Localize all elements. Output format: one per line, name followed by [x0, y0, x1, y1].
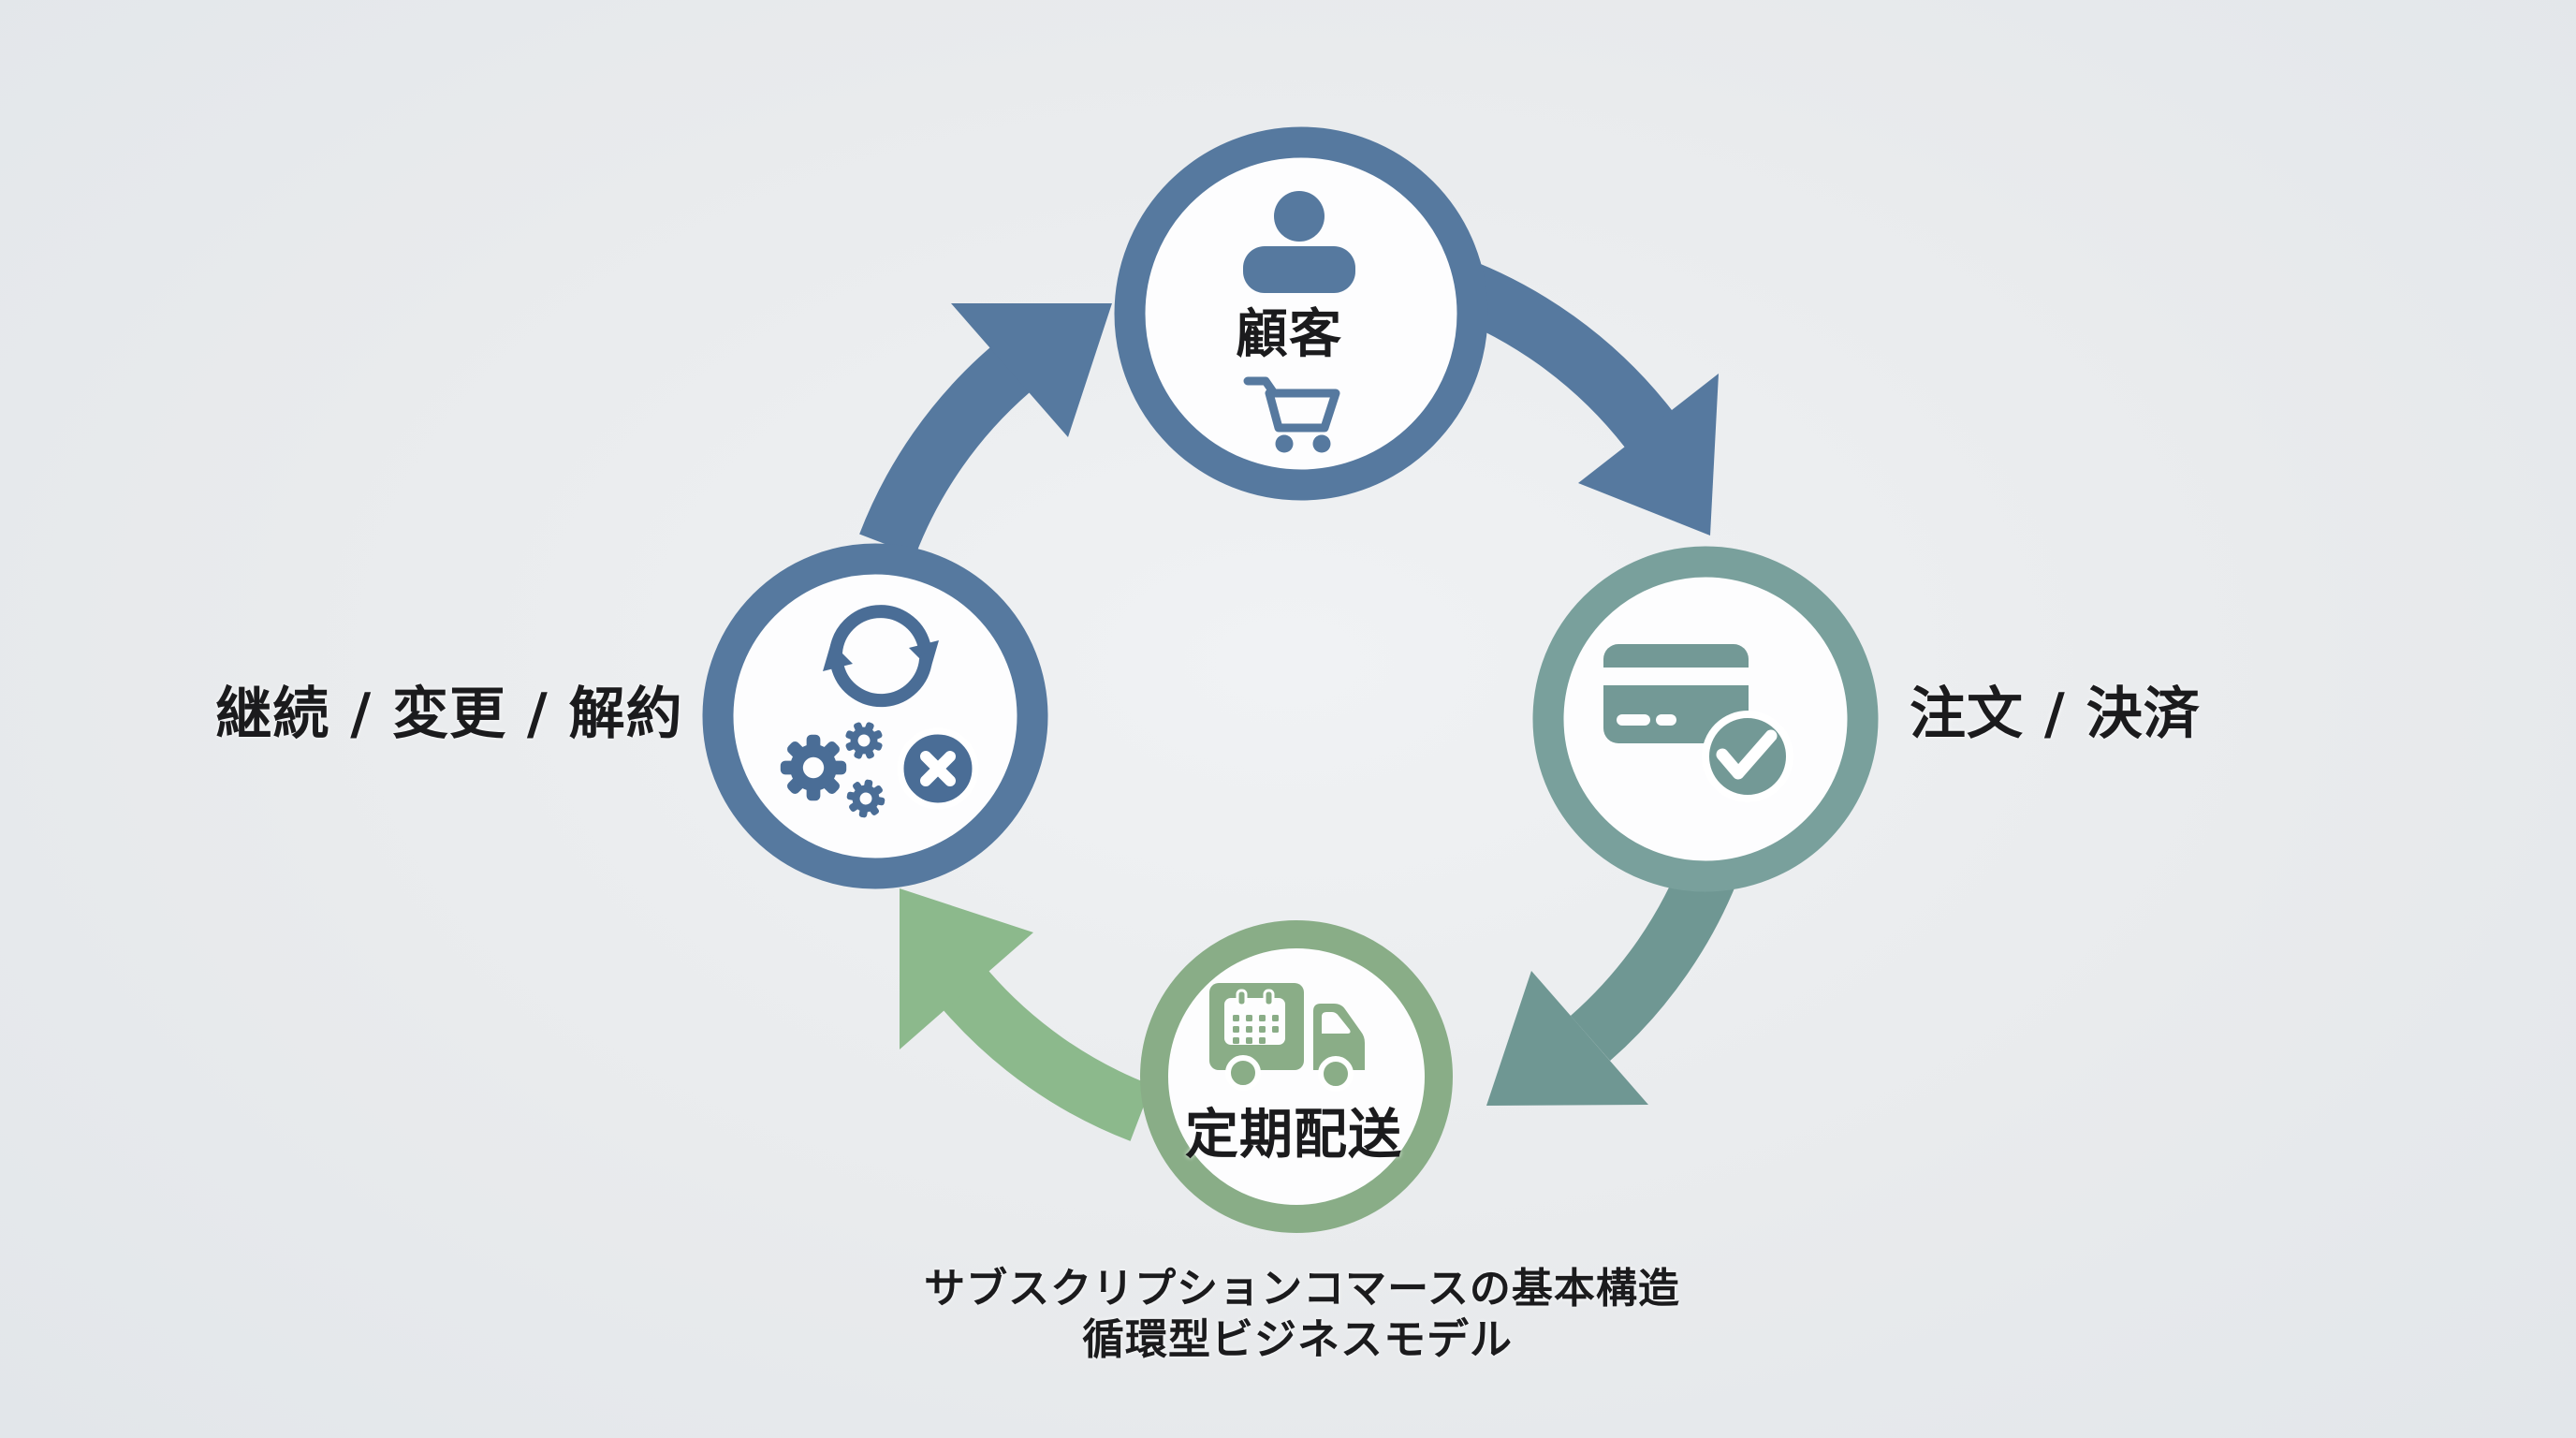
node-label-renew-change-cancel: 継続 / 変更 / 解約 — [215, 682, 683, 747]
node-label-recurring-delivery: 定期配送 — [1185, 1104, 1402, 1166]
person-icon — [1243, 191, 1355, 293]
sync-icon — [823, 605, 939, 708]
cancel-icon — [897, 727, 979, 810]
check-badge-icon — [1702, 711, 1793, 802]
arrow-order-to-delivery — [1486, 850, 1741, 1106]
node-circle-recurring-delivery — [1140, 920, 1453, 1233]
calendar-icon — [1224, 989, 1285, 1045]
arrow-renewal-to-customer — [859, 303, 1112, 556]
arrow-delivery-to-renewal — [900, 888, 1152, 1141]
credit-card-icon — [1603, 644, 1749, 743]
caption-line2: 循環型ビジネスモデル — [1081, 1314, 1514, 1364]
shopping-cart-icon — [1243, 376, 1340, 453]
node-circle-customer — [1114, 126, 1488, 501]
caption-line1: サブスクリプションコマースの基本構造 — [924, 1265, 1680, 1313]
node-label-order-payment: 注文 / 決済 — [1910, 682, 2201, 747]
node-label-customer: 顧客 — [1236, 304, 1342, 365]
